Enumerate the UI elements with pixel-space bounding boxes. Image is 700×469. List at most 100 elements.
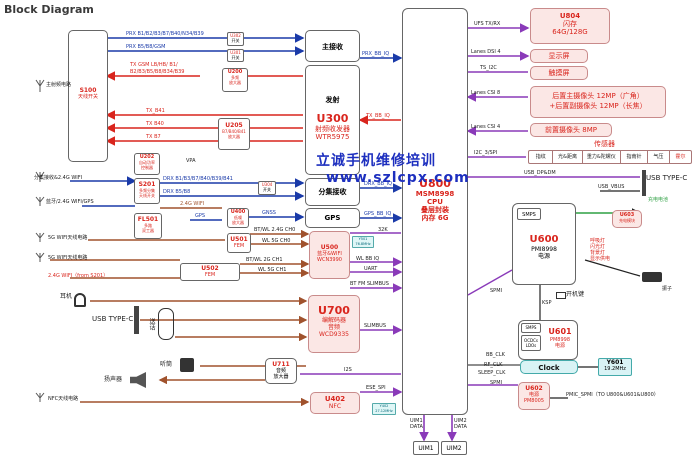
sensor-light: 光&距离 bbox=[553, 151, 583, 163]
sig-wl5g0: WL 5G CH0 bbox=[262, 238, 291, 244]
u700-desc1: 编解码器 bbox=[321, 317, 346, 324]
sig-spmi: SPMI bbox=[490, 288, 502, 294]
antenna-nfc-icon bbox=[35, 392, 45, 402]
u300-main-rx-label: 主接收 bbox=[322, 43, 343, 51]
sig-txb41: TX_B41 bbox=[146, 108, 165, 114]
mic-icon bbox=[158, 308, 174, 340]
s201-name: S201 bbox=[138, 181, 156, 188]
watermark-line2: www.szlcpx.com bbox=[326, 170, 470, 186]
u402-name: U402 bbox=[324, 395, 346, 403]
sig-pmic: PMIC_SPMI（TO U800&U601&U800） bbox=[566, 392, 659, 398]
power-key-label: 开机键 bbox=[566, 291, 585, 298]
u602-l1: 电源 bbox=[528, 392, 539, 398]
u205-name: U205 bbox=[225, 122, 243, 129]
sig-uim2-data: UIM2 DATA bbox=[454, 418, 467, 430]
label-receiver: 听筒 bbox=[160, 361, 173, 368]
rear-camera-box: 后置主摄像头 12MP（广角） +后置副摄像头 12MP（长焦） bbox=[530, 86, 666, 118]
u300-gps-label: GPS bbox=[324, 214, 341, 222]
u302-name: U302 bbox=[230, 33, 241, 38]
sensor-baro: 气压 bbox=[648, 151, 670, 163]
u711-name: U711 bbox=[272, 361, 290, 368]
sig-wl5g1: WL 5G CH1 bbox=[258, 267, 287, 273]
u600-out-breath: 呼吸灯 bbox=[590, 238, 606, 244]
display-box: 显示屏 bbox=[530, 49, 588, 63]
clock-label: Clock bbox=[538, 364, 560, 372]
y601-crystal: Y601 19.2MHz bbox=[598, 358, 632, 376]
touch-label: 触摸屏 bbox=[548, 69, 570, 77]
label-earphone: 耳机 bbox=[60, 293, 73, 300]
power-key-icon[interactable] bbox=[556, 292, 566, 299]
earphone-icon bbox=[74, 293, 86, 307]
usbc-left-icon bbox=[134, 306, 139, 334]
s201-desc1: 多频分集 bbox=[139, 188, 155, 193]
u300-div-rx-label: 分集接收 bbox=[318, 188, 347, 196]
u500-name: U500 bbox=[320, 244, 339, 251]
u205-desc1: B7/B40/B41 bbox=[222, 129, 246, 134]
y402-label: Y402 27.12MHz bbox=[375, 404, 393, 413]
label-bt-wifi-gps: 蓝牙/2.4G WIFI/GPS bbox=[46, 199, 94, 205]
sensor-title: 传感器 bbox=[594, 140, 615, 148]
sig-ese: ESE_SPI bbox=[366, 385, 386, 391]
u804-name: U804 bbox=[559, 12, 581, 20]
front-camera-box: 前置摄像头 8MP bbox=[530, 123, 612, 137]
u600-smps-label: SMPS bbox=[522, 212, 536, 218]
u711-desc2: 放大器 bbox=[273, 374, 289, 380]
u600-smps: SMPS bbox=[517, 208, 541, 220]
u602-pmic: U602 电源 PM8005 bbox=[518, 382, 550, 410]
u602-l2: PM8005 bbox=[523, 398, 545, 404]
sig-bbclk: BB_CLK bbox=[486, 352, 505, 358]
sig-vpa: VPA bbox=[186, 158, 196, 164]
u202-desc1: 自动功率 bbox=[139, 160, 155, 165]
u300-tx: 发射 U300 射频收发器 WTR5975 bbox=[305, 65, 360, 175]
u501-fem: U501 FEM bbox=[227, 233, 251, 253]
u301-switch: U301 开关 bbox=[227, 49, 244, 62]
u501-name: U501 bbox=[230, 236, 248, 243]
s201-diversity-switch: S201 多频分集 天线开关 bbox=[134, 178, 160, 204]
y501-label: Y501 76.8MHz bbox=[355, 237, 371, 246]
u400-lna: U400 低噪 放大器 bbox=[227, 208, 249, 228]
u800-l4: 内存 6G bbox=[421, 214, 449, 222]
usb-typec-right-label: USB TYPE-C bbox=[646, 174, 688, 182]
u300-desc2: WTR5975 bbox=[315, 133, 350, 141]
sig-txb7: TX B7 bbox=[146, 134, 161, 140]
sig-csi4: Lanes CSI 4 bbox=[471, 124, 501, 130]
sig-32k: 32K bbox=[378, 227, 388, 233]
wire-spmi bbox=[467, 269, 513, 296]
u602-name: U602 bbox=[525, 385, 543, 392]
label-mic: 送话 bbox=[148, 318, 155, 330]
u700-codec: U700 编解码器 音频 WCD9335 bbox=[308, 295, 360, 353]
sensor-group: 指纹 光&距离 重力&陀螺仪 指南针 气压 霍尔 bbox=[528, 150, 692, 164]
u600-pmic: SMPS U600 PMI8998 电源 bbox=[512, 203, 576, 285]
y402-crystal: Y402 27.12MHz bbox=[372, 403, 396, 415]
sensor-gyro: 重力&陀螺仪 bbox=[583, 151, 622, 163]
sig-csi8: Lanes CSI 8 bbox=[471, 90, 501, 96]
sig-txb40: TX B40 bbox=[146, 121, 164, 127]
y601-freq: 19.2MHz bbox=[604, 366, 626, 372]
sensor-hall: 霍尔 bbox=[675, 154, 686, 160]
watermark-line1: 立诚手机维修培训 bbox=[316, 153, 436, 169]
u301-name: U301 bbox=[230, 50, 241, 55]
u601-name: U601 bbox=[548, 327, 572, 336]
main-rf-label: 主射频电路 bbox=[46, 82, 72, 88]
label-usbc-left: USB TYPE-C bbox=[92, 315, 134, 323]
u804-l1: 闪存 bbox=[563, 20, 577, 28]
display-label: 显示屏 bbox=[548, 52, 570, 60]
u300-div-rx: 分集接收 bbox=[305, 178, 360, 206]
u600-out-display: 显示供电 bbox=[590, 256, 611, 262]
u700-desc3: WCD9335 bbox=[318, 331, 349, 338]
sig-btfm: BT FM SLIMBUS bbox=[350, 281, 389, 287]
touch-box: 触摸屏 bbox=[530, 66, 588, 80]
uim1-label: UIM1 bbox=[418, 445, 434, 452]
sig-i2c-spi: I2C_3/SPI bbox=[474, 150, 498, 156]
u804-flash: U804 闪存 64G/128G bbox=[530, 8, 610, 44]
u301-desc: 开关 bbox=[231, 55, 240, 60]
u600-name: U600 bbox=[529, 234, 559, 245]
label-5g-wifi: 5G WIFI天线电路 bbox=[48, 235, 88, 241]
y601-name: Y601 bbox=[606, 359, 624, 366]
front-cam-label: 前置摄像头 8MP bbox=[545, 126, 597, 134]
sig-drx2: DRX B5/B8 bbox=[163, 189, 191, 195]
fl501-name: FL501 bbox=[137, 216, 159, 223]
sig-ksp: KSP bbox=[542, 300, 552, 306]
sensor-compass: 指南针 bbox=[621, 151, 648, 163]
